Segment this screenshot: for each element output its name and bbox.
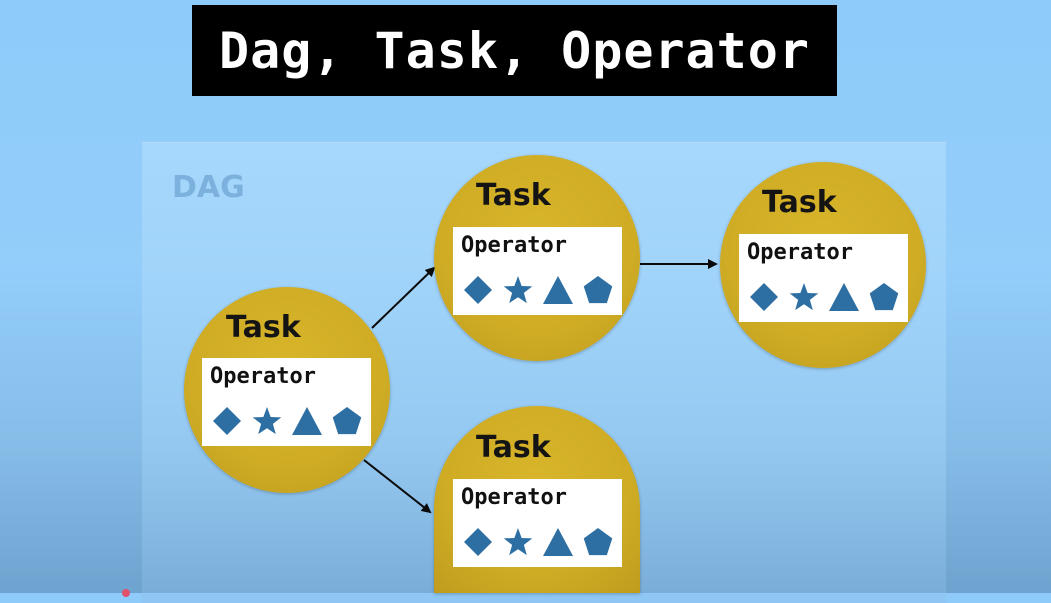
diamond-icon bbox=[213, 407, 241, 435]
pentagon-icon bbox=[869, 283, 899, 311]
task-label: Task bbox=[476, 430, 551, 465]
star-icon bbox=[789, 283, 819, 311]
dag-label: DAG bbox=[172, 170, 245, 205]
task-label: Task bbox=[762, 185, 837, 220]
operator-shapes bbox=[461, 273, 615, 307]
pointer-dot bbox=[122, 589, 130, 597]
title-banner: Dag, Task, Operator bbox=[192, 5, 837, 96]
diamond-icon bbox=[464, 528, 492, 556]
edge-task1-to-task4 bbox=[363, 459, 432, 514]
operator-box: Operator bbox=[202, 358, 371, 446]
diamond-icon bbox=[464, 276, 492, 304]
task-label: Task bbox=[476, 178, 551, 213]
operator-box: Operator bbox=[453, 479, 622, 567]
operator-shapes bbox=[210, 404, 364, 438]
diamond-icon bbox=[750, 283, 778, 311]
triangle-icon bbox=[829, 283, 859, 311]
operator-box: Operator bbox=[453, 227, 622, 315]
pentagon-icon bbox=[332, 407, 362, 435]
pentagon-icon bbox=[583, 528, 613, 556]
star-icon bbox=[503, 276, 533, 304]
operator-box: Operator bbox=[739, 234, 908, 322]
operator-label: Operator bbox=[461, 233, 567, 258]
pentagon-icon bbox=[583, 276, 613, 304]
star-icon bbox=[252, 407, 282, 435]
operator-label: Operator bbox=[461, 485, 567, 510]
star-icon bbox=[503, 528, 533, 556]
task-label: Task bbox=[226, 310, 301, 345]
slide-title: Dag, Task, Operator bbox=[219, 21, 810, 80]
operator-label: Operator bbox=[210, 364, 316, 389]
triangle-icon bbox=[543, 276, 573, 304]
edge-task1-to-task2 bbox=[371, 266, 436, 329]
triangle-icon bbox=[543, 528, 573, 556]
operator-shapes bbox=[747, 280, 901, 314]
operator-shapes bbox=[461, 525, 615, 559]
operator-label: Operator bbox=[747, 240, 853, 265]
triangle-icon bbox=[292, 407, 322, 435]
